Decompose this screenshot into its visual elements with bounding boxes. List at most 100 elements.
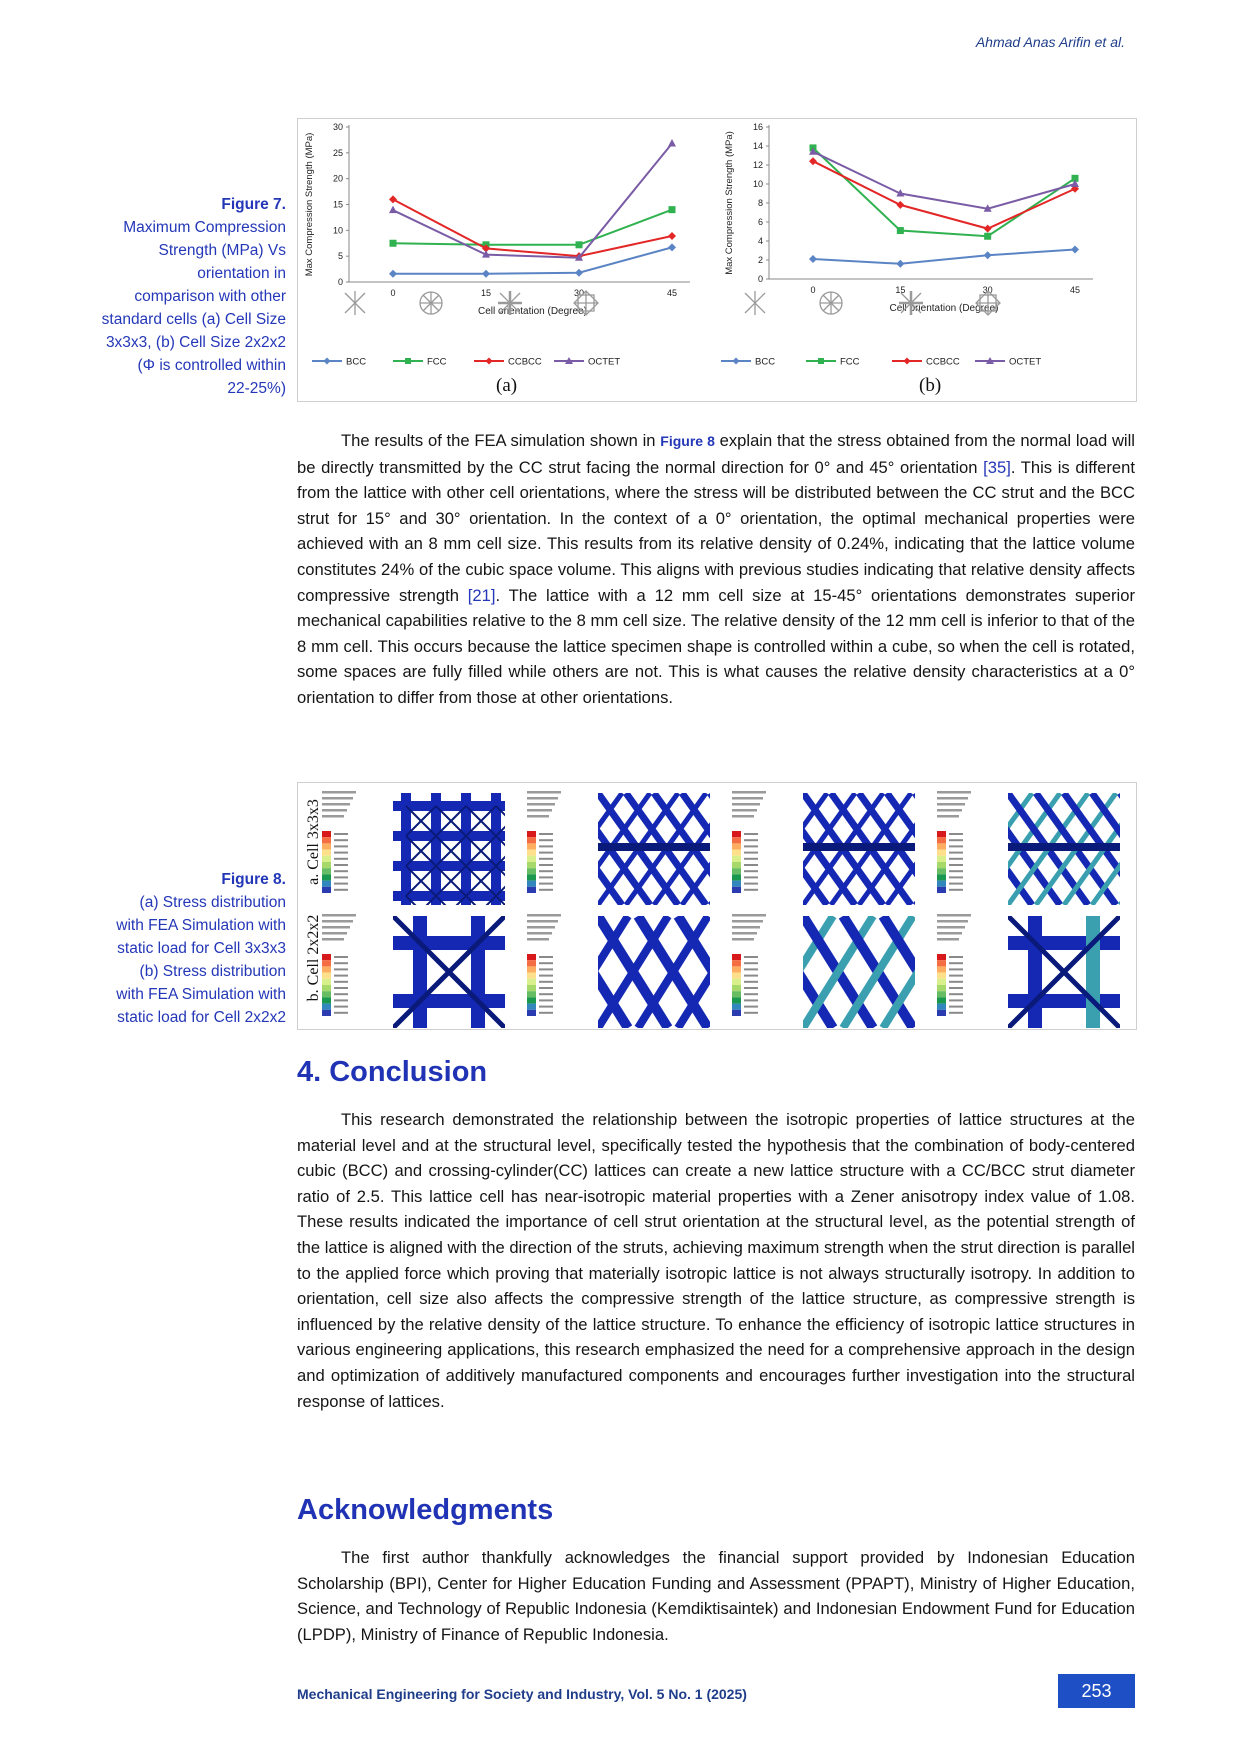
fea-legend-swatch (732, 855, 741, 862)
figure8-reference-link[interactable]: Figure 8 (660, 433, 715, 449)
panel-label-a: (a) (496, 375, 518, 396)
fea-legend-swatch (732, 991, 741, 998)
series-line-bcc (812, 248, 1076, 265)
fea-legend-swatch (527, 1003, 536, 1010)
fea-legend-swatch (322, 966, 331, 973)
fea-info-line (937, 815, 959, 818)
fea-legend-swatch (732, 862, 741, 869)
fea-legend-value (744, 864, 758, 866)
legend-marker (405, 358, 411, 364)
citation-35-link[interactable]: [35] (983, 457, 1011, 477)
fea-legend-swatch (322, 972, 331, 979)
x-tick-label: 30 (983, 285, 993, 295)
fea-legend-swatch (732, 880, 741, 887)
fea-panel (322, 791, 505, 905)
fea-panel (527, 791, 710, 905)
data-point (482, 269, 490, 278)
data-point (809, 157, 817, 166)
panel-label-b: (b) (919, 375, 942, 396)
fea-legend-swatch (937, 831, 946, 838)
data-point (1071, 179, 1079, 187)
paragraph-text: . The lattice with a 12 mm cell size at … (297, 585, 1135, 707)
x-axis-label: Cell orientation (Degree) (478, 306, 587, 317)
fea-legend-value (949, 882, 963, 885)
fea-legend-swatch (527, 985, 536, 992)
data-point (575, 268, 583, 277)
fea-legend-swatch (937, 978, 946, 985)
acknowledgments-text: The first author thankfully acknowledges… (297, 1548, 1135, 1644)
legend-marker (485, 357, 493, 365)
citation-21-link[interactable]: [21] (467, 585, 496, 605)
figure8-caption-line: with FEA Simulation with (116, 986, 286, 1003)
fea-legend-swatch (937, 991, 946, 998)
x-tick-label: 45 (1070, 285, 1080, 295)
acknowledgments-heading: Acknowledgments (297, 1494, 554, 1526)
lattice-cell-icon (819, 291, 843, 315)
fea-legend-swatch (322, 991, 331, 998)
fea-legend-swatch (732, 978, 741, 985)
fea-legend-value (334, 962, 348, 965)
legend-label: OCTET (588, 357, 620, 368)
conclusion-paragraph: This research demonstrated the relations… (297, 1107, 1135, 1414)
fea-legend-value (744, 956, 758, 958)
fea-legend-swatch (937, 843, 946, 850)
fea-info-line (527, 914, 561, 917)
fea-legend-swatch (322, 886, 331, 893)
data-point (896, 200, 905, 209)
figure8-caption-line: (a) Stress distribution (139, 894, 286, 911)
fea-legend-swatch (527, 1009, 536, 1016)
fea-legend-swatch (322, 874, 331, 881)
fea-legend-swatch (527, 972, 536, 979)
data-point (482, 244, 490, 253)
figure7-caption-line: standard cells (a) Cell Size (101, 311, 286, 328)
fea-legend-value (539, 833, 553, 835)
legend-marker (323, 357, 331, 365)
fea-legend-value (949, 857, 963, 860)
fea-legend-swatch (322, 862, 331, 869)
fea-legend-value (539, 968, 553, 971)
fea-legend-swatch (322, 880, 331, 887)
lattice-cell-icon (344, 291, 366, 315)
fea-info-line (322, 932, 347, 935)
series-line-fcc (812, 147, 1076, 238)
fea-legend-swatch (937, 1009, 946, 1016)
paragraph-text: explain that the stress obtained from th… (297, 431, 1135, 477)
fea-legend-value (539, 870, 553, 873)
y-tick-label: 14 (753, 141, 763, 151)
fea-legend-value (744, 999, 758, 1002)
fea-legend-swatch (527, 837, 536, 844)
fea-stress-distribution-grid (322, 791, 1120, 1028)
fea-legend-value (334, 980, 348, 983)
fea-legend-swatch (527, 991, 536, 998)
figure8-caption: Figure 8. (a) Stress distribution with F… (80, 868, 286, 1029)
legend-marker (986, 357, 994, 364)
fea-legend-value (949, 1011, 963, 1014)
fea-legend-value (539, 962, 553, 965)
figure8-caption-line: static load for Cell 3x3x3 (117, 940, 286, 957)
fea-legend-swatch (322, 1009, 331, 1016)
series-line-ccbcc (392, 198, 673, 258)
fea-legend-value (539, 845, 553, 848)
fea-info-line (527, 809, 552, 812)
fea-legend-swatch (322, 868, 331, 875)
fea-legend-swatch (732, 831, 741, 838)
fea-info-line (527, 920, 558, 923)
fea-lattice (803, 793, 915, 905)
legend-marker (903, 357, 911, 365)
data-point (482, 250, 490, 258)
x-axis-label: Cell orientation (Degree) (890, 303, 999, 314)
fea-legend-swatch (937, 855, 946, 862)
series-line-fcc (392, 208, 673, 246)
fea-legend-swatch (322, 843, 331, 850)
fea-legend-swatch (732, 997, 741, 1004)
x-tick-label: 0 (390, 288, 395, 298)
fea-legend-swatch (527, 855, 536, 862)
y-tick-label: 15 (333, 200, 343, 210)
fea-legend-value (744, 833, 758, 835)
fea-legend-swatch (527, 978, 536, 985)
data-point (983, 224, 992, 233)
y-tick-label: 10 (753, 179, 763, 189)
fea-panel (732, 791, 915, 905)
x-tick-label: 0 (810, 285, 815, 295)
